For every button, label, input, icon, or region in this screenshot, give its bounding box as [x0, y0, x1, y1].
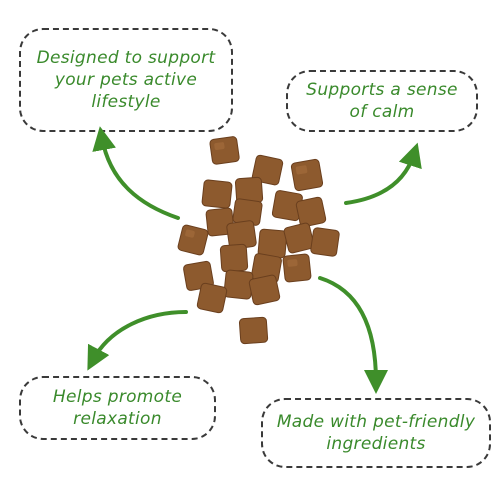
- callout-relaxation-text: Helps promote relaxation: [52, 387, 183, 429]
- callout-calm-text: Supports a sense of calm: [306, 80, 458, 122]
- callout-ingredients-text: Made with pet-friendly ingredients: [276, 412, 476, 454]
- callout-ingredients: Made with pet-friendly ingredients: [261, 398, 491, 468]
- arrow-up-right-icon: [344, 142, 422, 205]
- callout-active-lifestyle: Designed to support your pets active lif…: [19, 28, 233, 132]
- pet-treat-pieces: [177, 136, 340, 345]
- arrow-down-right-icon: [318, 276, 388, 394]
- callout-calm: Supports a sense of calm: [286, 70, 478, 132]
- callout-active-lifestyle-text: Designed to support your pets active lif…: [36, 48, 216, 112]
- arrow-down-left-icon: [87, 310, 188, 371]
- callout-relaxation: Helps promote relaxation: [19, 376, 216, 440]
- arrow-up-left-icon: [92, 126, 180, 220]
